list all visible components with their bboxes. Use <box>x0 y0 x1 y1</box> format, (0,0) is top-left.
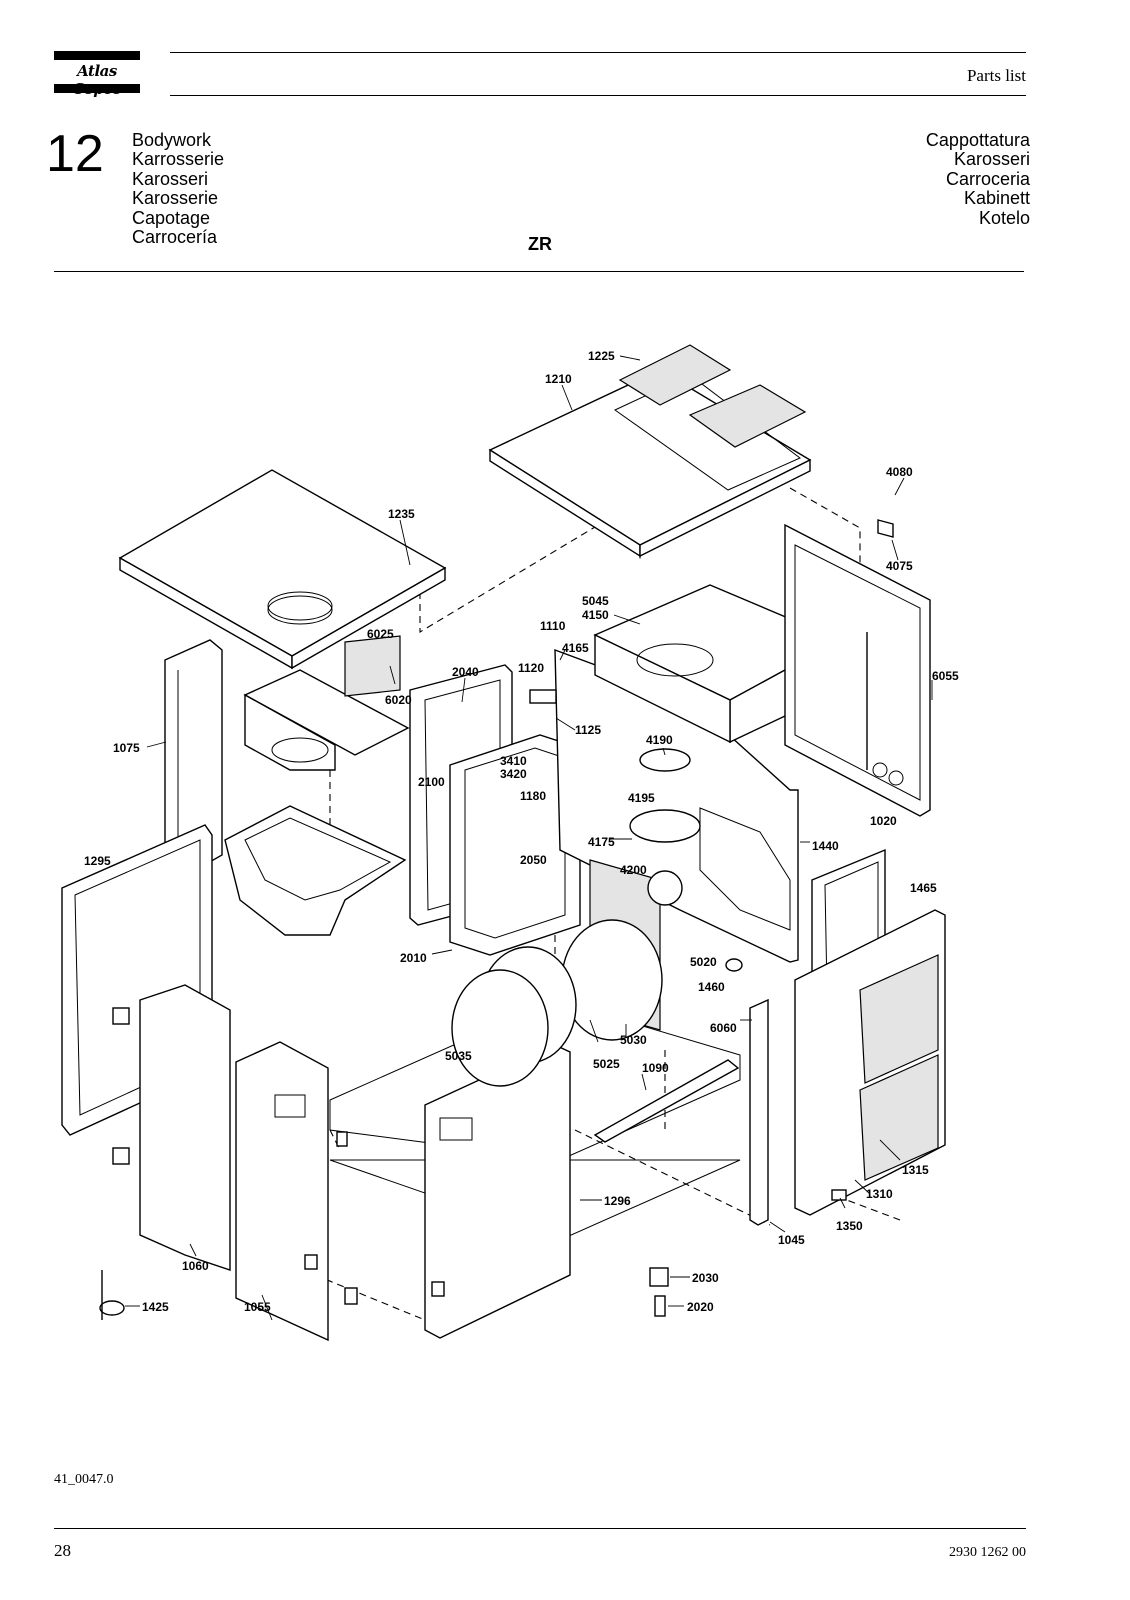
part-label-2010: 2010 <box>400 951 427 965</box>
header-rule-top <box>170 52 1026 53</box>
part-label-3410: 3410 <box>500 754 527 768</box>
logo-bar-bottom <box>54 84 140 93</box>
part-label-1125: 1125 <box>575 723 601 737</box>
part-label-1350: 1350 <box>836 1219 863 1233</box>
section-titles-left: Bodywork Karrosserie Karosseri Karosseri… <box>132 130 225 248</box>
base-tray <box>224 805 407 936</box>
document-number: 2930 1262 00 <box>949 1545 1026 1560</box>
part-label-4165: 4165 <box>562 641 589 655</box>
part-label-5020: 5020 <box>690 955 717 969</box>
section-title: Bodywork <box>132 130 212 150</box>
page-number: 28 <box>54 1541 71 1560</box>
part-label-1310: 1310 <box>866 1187 893 1201</box>
part-label-1060: 1060 <box>182 1259 209 1273</box>
part-label-1465: 1465 <box>910 881 937 895</box>
part-label-2050: 2050 <box>520 853 547 867</box>
top-cover <box>118 469 447 670</box>
part-label-4075: 4075 <box>886 559 913 573</box>
part-label-5045: 5045 <box>582 594 609 608</box>
part-label-1045: 1045 <box>778 1233 805 1247</box>
air-duct <box>243 635 410 771</box>
part-label-1235: 1235 <box>388 507 415 521</box>
part-label-4195: 4195 <box>628 791 655 805</box>
part-label-1090: 1090 <box>642 1061 669 1075</box>
front-door-panel <box>424 1044 571 1339</box>
figure-id: 41_0047.0 <box>54 1472 114 1487</box>
part-label-1460: 1460 <box>698 980 725 994</box>
part-label-6020: 6020 <box>385 693 412 707</box>
part-label-2030: 2030 <box>692 1271 719 1285</box>
part-label-1210: 1210 <box>545 372 572 386</box>
section-title: Carrocería <box>132 227 218 248</box>
part-label-4190: 4190 <box>646 733 673 747</box>
section-title: Karosseri <box>953 149 1030 170</box>
section-title: Karosserie <box>132 188 219 209</box>
part-label-2040: 2040 <box>452 665 479 679</box>
section-titles-right: Cappottatura Karosseri Carroceria Kabine… <box>925 130 1030 228</box>
section-title: Capotage <box>132 207 211 228</box>
part-label-5030: 5030 <box>620 1033 647 1047</box>
front-panel-right <box>235 1041 329 1342</box>
part-label-1315: 1315 <box>902 1163 929 1177</box>
part-label-1075: 1075 <box>113 741 140 755</box>
part-labels: 1225 1210 1235 4080 4075 6025 6020 5045 … <box>84 349 959 1314</box>
part-label-1296: 1296 <box>604 1194 631 1208</box>
part-label-4080: 4080 <box>886 465 913 479</box>
section-title: Kabinett <box>963 188 1030 209</box>
part-label-1055: 1055 <box>244 1300 271 1314</box>
section-title: Karrosserie <box>132 149 225 170</box>
grille-door <box>794 909 946 1216</box>
part-label-4175: 4175 <box>588 835 615 849</box>
top-filter-cover <box>488 344 812 558</box>
section-title: Karosseri <box>132 168 209 189</box>
part-label-1110: 1110 <box>540 619 566 633</box>
part-label-2020: 2020 <box>687 1300 714 1314</box>
part-label-1180: 1180 <box>520 789 546 803</box>
part-label-1020: 1020 <box>870 814 897 828</box>
side-strip <box>593 998 769 1226</box>
section-title: Kotelo <box>978 207 1030 228</box>
model-code: ZR <box>528 234 552 254</box>
part-label-6055: 6055 <box>932 669 959 683</box>
front-panel-left <box>139 984 231 1271</box>
part-label-1120: 1120 <box>518 661 544 675</box>
hardware-items <box>99 519 894 1320</box>
section-title: Carroceria <box>945 168 1030 189</box>
part-label-4200: 4200 <box>620 863 647 877</box>
part-label-1295: 1295 <box>84 854 111 868</box>
leader-lines <box>125 355 933 1321</box>
cooler-frame <box>409 664 581 956</box>
part-label-1425: 1425 <box>142 1300 169 1314</box>
part-label-6060: 6060 <box>710 1021 737 1035</box>
part-label-2100: 2100 <box>418 775 445 789</box>
section-rule <box>54 271 1024 272</box>
part-label-3420: 3420 <box>500 767 527 781</box>
header-rule-bottom <box>170 95 1026 96</box>
footer-rule <box>54 1528 1026 1529</box>
fan-cowl <box>451 648 799 1087</box>
section-title: Cappottatura <box>925 130 1030 150</box>
rear-frame <box>784 523 931 817</box>
part-label-6025: 6025 <box>367 627 394 641</box>
part-label-1225: 1225 <box>588 349 615 363</box>
section-number: 12 <box>46 125 104 183</box>
part-label-5025: 5025 <box>593 1057 620 1071</box>
part-label-4150: 4150 <box>582 608 609 622</box>
part-label-5035: 5035 <box>445 1049 472 1063</box>
part-label-1440: 1440 <box>812 839 839 853</box>
logo-bar-top <box>54 51 140 60</box>
header-label: Parts list <box>966 66 1026 85</box>
